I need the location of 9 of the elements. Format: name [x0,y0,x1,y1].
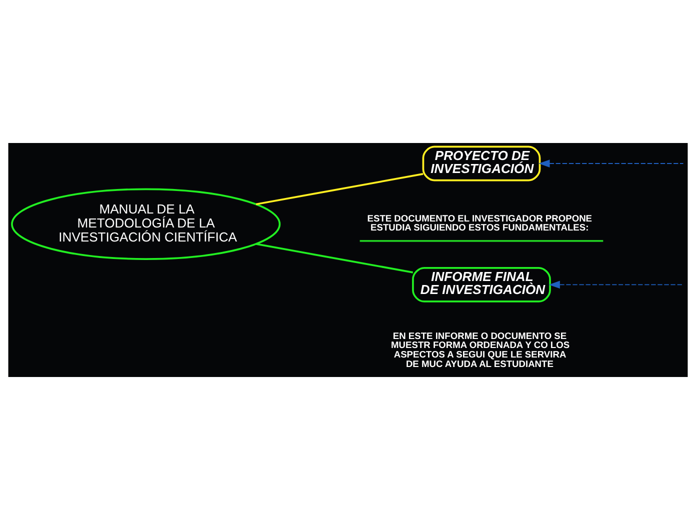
node-ellipse: MANUAL DE LA METODOLOGÍA DE LA INVESTIGACIÓN CIENTÍFICA [11,188,281,260]
node-text: ESTE DOCUMENTO EL INVESTIGADOR PROPONE ESTUDIA SIGUIENDO ESTOS FUNDAMENTALES: [367,213,592,233]
arrow [548,280,684,289]
node-text: EN ESTE INFORME O DOCUMENTO SE MUESTR FORMA ORDENADA Y CO LOS ASPECTOS A SEGUI QUE LE SERVIRA DE MUC AYUDA AL ESTUDIANTE [391,330,570,369]
node-box: INFORME FINAL DE INVESTIGACIÒN [412,267,551,302]
connector [256,173,424,206]
connector [256,243,414,274]
node-box: PROYECTO DE INVESTIGACIÓN [422,146,541,182]
arrow [538,160,684,168]
